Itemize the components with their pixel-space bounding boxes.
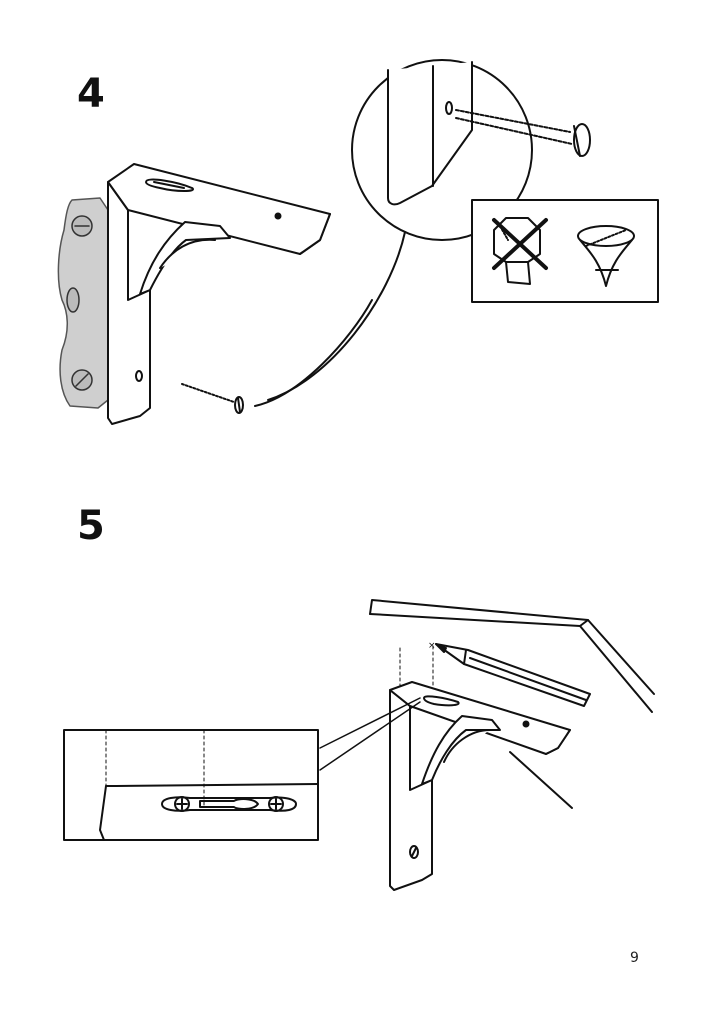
correct-screw-head — [577, 225, 635, 287]
step5-shelf-board — [369, 599, 655, 713]
svg-text:×: × — [428, 641, 436, 651]
step4-bracket — [107, 163, 331, 425]
cross-mark-icon — [492, 218, 548, 270]
step4-wall-plate — [57, 197, 109, 409]
screw-head-comparison — [471, 199, 659, 303]
step-number-4: 4 — [77, 71, 105, 117]
wrong-screw-head — [492, 217, 548, 285]
step5-bracket — [389, 681, 573, 891]
step5-slot-detail — [63, 729, 319, 841]
step5-zoom-lines — [319, 697, 421, 771]
step4-screw — [181, 383, 244, 414]
step5-pencil: × — [428, 641, 591, 707]
step-number-5: 5 — [77, 503, 105, 549]
step4-detail-magnifier — [254, 59, 591, 407]
page-number: 9 — [630, 950, 639, 966]
